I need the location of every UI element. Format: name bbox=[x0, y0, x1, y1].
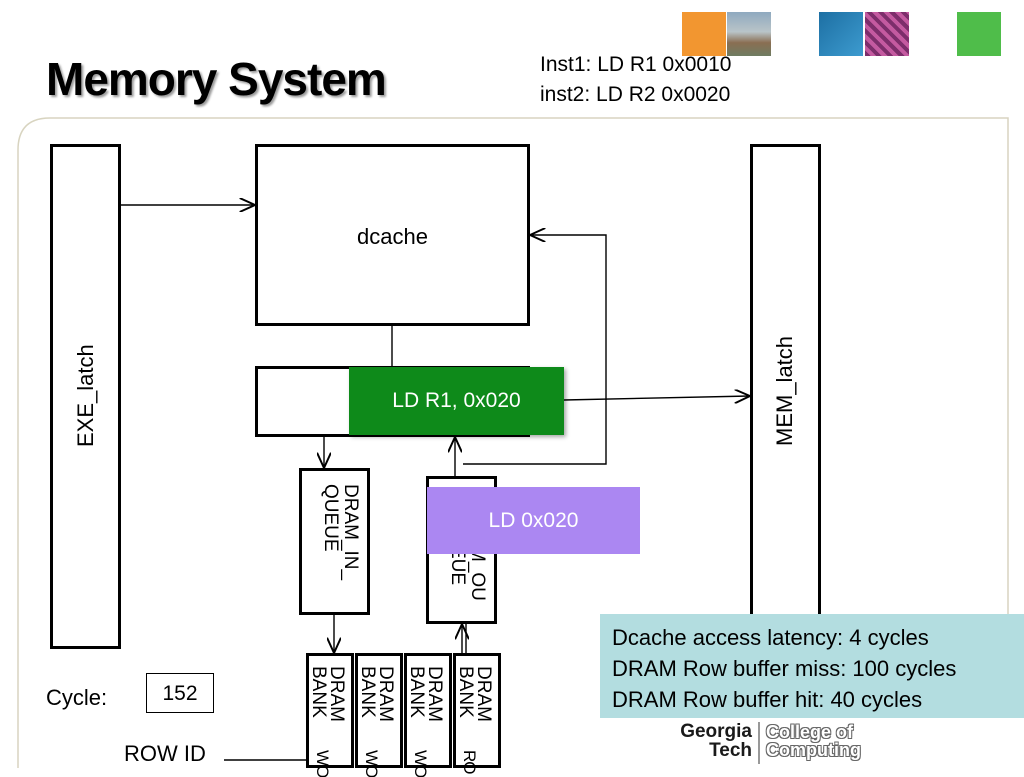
dram-bank-4-label: DRAM BANK bbox=[455, 666, 494, 722]
college-line-1: College of bbox=[766, 722, 854, 742]
college-of-computing-logo: College of Computing bbox=[766, 723, 861, 759]
dram-bank-2-label: DRAM BANK bbox=[357, 666, 396, 722]
row-id-label: ROW ID bbox=[124, 741, 206, 766]
slide-title: Memory System bbox=[46, 53, 387, 105]
georgia-tech-logo: Georgia Tech bbox=[656, 722, 752, 760]
cycle-label: Cycle: bbox=[46, 685, 108, 710]
bank-1-bottom-label: WO bbox=[313, 750, 332, 777]
logo-line-georgia: Georgia bbox=[680, 721, 752, 742]
logo-line-tech: Tech bbox=[709, 740, 752, 761]
instruction-line-2: inst2: LD R2 0x0020 bbox=[540, 83, 731, 106]
ld-r1-entry: LD R1, 0x020 bbox=[349, 367, 564, 435]
info-line-row-hit: DRAM Row buffer hit: 40 cycles bbox=[612, 687, 923, 712]
header-thumb-green bbox=[957, 12, 1001, 56]
info-line-row-miss: DRAM Row buffer miss: 100 cycles bbox=[612, 656, 957, 681]
dram-in-queue bbox=[299, 468, 370, 615]
dram-bank-1-label: DRAM BANK bbox=[308, 666, 347, 722]
dram-bank-4: DRAM BANK bbox=[453, 653, 501, 768]
bank-4-bottom-label: RO bbox=[460, 750, 479, 774]
ld-address-entry: LD 0x020 bbox=[427, 487, 640, 554]
college-line-2: Computing bbox=[766, 740, 861, 760]
dram-bank-2: DRAM BANK bbox=[355, 653, 403, 768]
exe-latch bbox=[50, 144, 121, 649]
bank-2-bottom-label: WO bbox=[362, 750, 381, 777]
header-thumb-blue bbox=[819, 12, 863, 56]
dram-bank-3: DRAM BANK bbox=[404, 653, 452, 768]
header-thumb-orange bbox=[682, 12, 726, 56]
info-line-dcache: Dcache access latency: 4 cycles bbox=[612, 625, 929, 650]
header-thumb-chip-photo bbox=[865, 12, 909, 56]
latency-info-box: Dcache access latency: 4 cycles DRAM Row… bbox=[600, 614, 1024, 718]
cycle-value: 152 bbox=[146, 673, 214, 713]
dcache-block bbox=[255, 144, 530, 326]
dcache-label: dcache bbox=[357, 224, 428, 249]
logo-divider bbox=[758, 722, 760, 764]
dram-bank-1: DRAM BANK bbox=[306, 653, 354, 768]
header-thumb-campus-photo bbox=[727, 12, 771, 56]
instruction-line-1: Inst1: LD R1 0x0010 bbox=[540, 53, 732, 76]
dram-bank-3-label: DRAM BANK bbox=[406, 666, 445, 722]
bank-3-bottom-label: WO bbox=[411, 750, 430, 777]
